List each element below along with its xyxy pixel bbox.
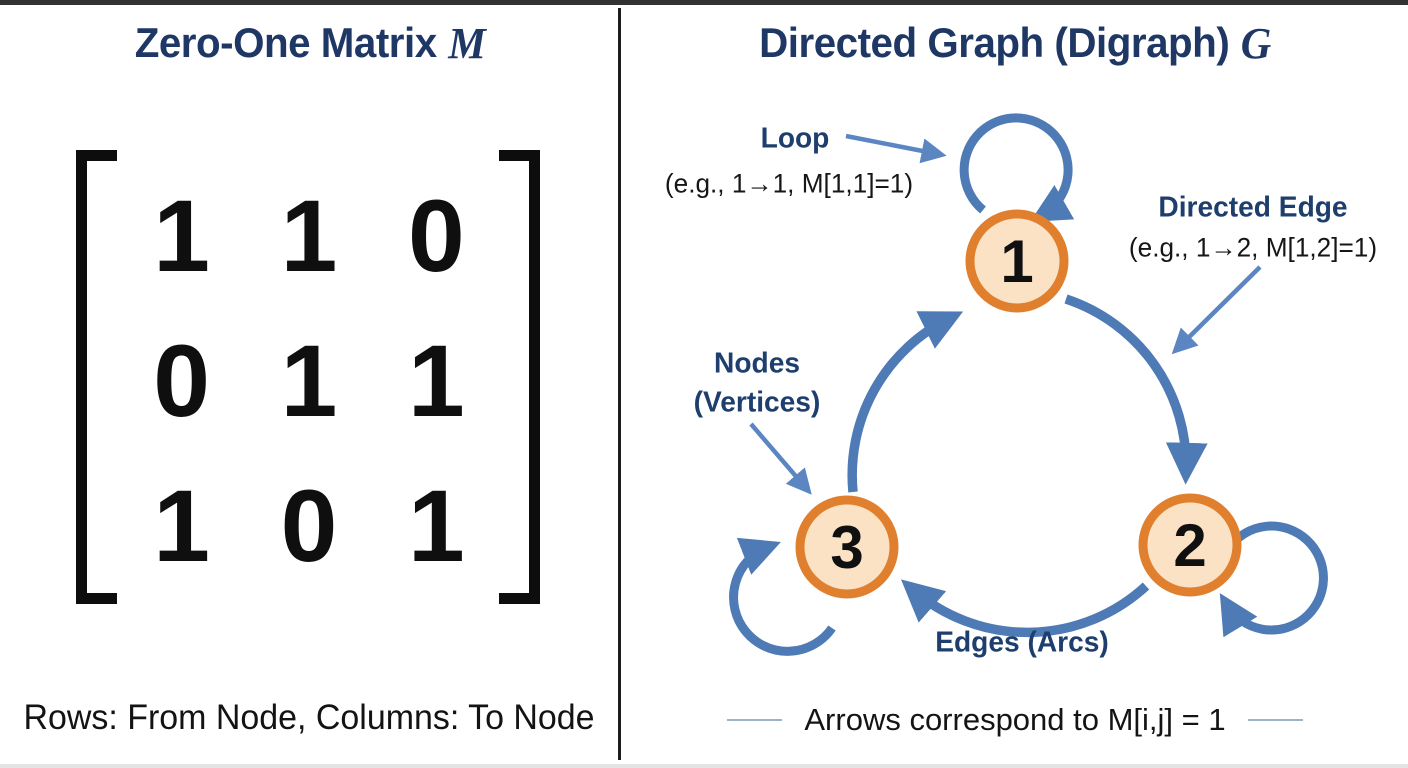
nodes-annotation-arrow xyxy=(749,422,812,495)
directed-edge-label: Directed Edge xyxy=(1158,191,1348,224)
edge-2-to-3 xyxy=(900,579,1150,638)
loop-label: Loop xyxy=(760,122,830,155)
edges-label: Edges (Arcs) xyxy=(935,626,1109,659)
self-loop-node-3 xyxy=(729,537,836,656)
matrix-right-bracket xyxy=(499,150,540,604)
right-title-text: Directed Graph (Digraph) xyxy=(759,19,1230,66)
nodes-label-line1: Nodes xyxy=(714,347,800,380)
panel-divider xyxy=(618,8,621,760)
directed-edge-annotation-arrow xyxy=(1171,265,1262,355)
matrix-cell-1-3: 0 xyxy=(407,179,465,294)
node-3-circle xyxy=(795,495,899,599)
zero-one-matrix: 1 1 0 0 1 1 1 0 1 xyxy=(76,150,540,604)
matrix-left-bracket xyxy=(76,150,117,604)
node-1-circle xyxy=(965,209,1069,313)
nodes-label-line2: (Vertices) xyxy=(693,386,821,419)
graph-symbol-G: G xyxy=(1240,18,1272,68)
edge-1-to-2 xyxy=(1064,294,1208,485)
caption-right-line xyxy=(1247,719,1303,721)
matrix-cell-3-1: 1 xyxy=(153,468,210,583)
left-panel-title: Zero-One Matrix M xyxy=(12,14,607,72)
loop-annotation-arrow xyxy=(845,133,947,164)
matrix-caption: Rows: From Node, Columns: To Node xyxy=(23,698,595,737)
node-2-circle xyxy=(1138,493,1242,597)
matrix-cell-2-1: 0 xyxy=(153,323,210,438)
left-title-text: Zero-One Matrix xyxy=(134,19,437,66)
edge-3-to-1 xyxy=(847,311,964,493)
bottom-edge-artifact xyxy=(0,764,1408,768)
right-panel-title: Directed Graph (Digraph) G xyxy=(638,14,1393,72)
matrix-cell-1-1: 1 xyxy=(153,179,210,294)
digraph-drawing: 1 2 3 xyxy=(729,113,1328,656)
self-loop-node-2 xyxy=(1219,521,1328,638)
matrix-symbol-M: M xyxy=(448,18,486,68)
top-edge-artifact xyxy=(0,0,1408,5)
directed-edge-example: (e.g., 1→2, M[1,2]=1) xyxy=(1128,232,1378,263)
self-loop-node-1 xyxy=(959,113,1075,222)
node-2-label: 2 xyxy=(1173,512,1206,579)
matrix-values: 1 1 0 0 1 1 1 0 1 xyxy=(117,150,499,604)
node-1-label: 1 xyxy=(1000,228,1033,295)
node-3-label: 3 xyxy=(830,514,863,581)
caption-left-line xyxy=(727,719,783,721)
loop-example: (e.g., 1→1, M[1,1]=1) xyxy=(664,168,914,199)
matrix-cell-2-3: 1 xyxy=(407,323,465,438)
graph-caption: Arrows correspond to M[i,j] = 1 xyxy=(622,702,1408,738)
graph-caption-text: Arrows correspond to M[i,j] = 1 xyxy=(804,702,1226,737)
matrix-cell-3-2: 0 xyxy=(280,468,338,583)
matrix-cell-2-2: 1 xyxy=(280,323,338,438)
matrix-cell-3-3: 1 xyxy=(407,468,465,583)
matrix-cell-1-2: 1 xyxy=(280,179,338,294)
